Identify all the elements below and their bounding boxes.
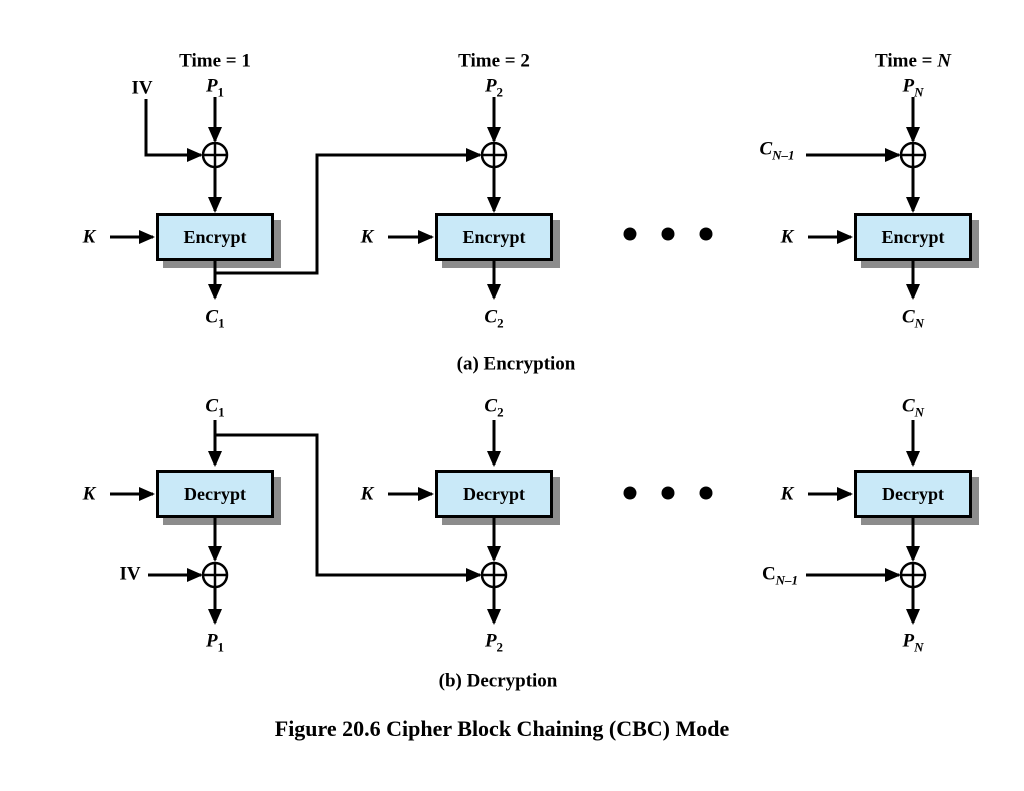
key-label-enc-n: K xyxy=(780,226,794,248)
iv-label-dec: IV xyxy=(119,563,141,585)
key-label-enc-2: K xyxy=(360,226,374,248)
key-label-dec-n: K xyxy=(780,483,794,505)
xor-icon xyxy=(201,141,229,169)
key-label-enc-1: K xyxy=(82,226,96,248)
encrypt-block-2: Encrypt xyxy=(435,213,553,261)
xor-icon xyxy=(480,141,508,169)
time-label-2: Time = 2 xyxy=(458,50,530,72)
plaintext-label-p2: P2 xyxy=(484,75,504,100)
xor-icon xyxy=(899,561,927,589)
decrypt-block-n: Decrypt xyxy=(854,470,972,518)
plaintext-label-pn: PN xyxy=(902,75,924,100)
encrypt-block-label: Encrypt xyxy=(881,226,945,247)
xor-icon xyxy=(201,561,229,589)
encrypt-block-1: Encrypt xyxy=(156,213,274,261)
section-label-encryption: (a) Encryption xyxy=(456,353,576,375)
decrypt-block-label: Decrypt xyxy=(184,483,246,504)
ciphertext-label-cn: CN xyxy=(901,306,925,331)
xor-icon xyxy=(899,141,927,169)
figure-caption: Figure 20.6 Cipher Block Chaining (CBC) … xyxy=(274,716,730,741)
time-label-1: Time = 1 xyxy=(179,50,251,72)
encrypt-block-label: Encrypt xyxy=(462,226,526,247)
cn1-label-dec: CN–1 xyxy=(761,563,799,588)
decrypt-block-2: Decrypt xyxy=(435,470,553,518)
plaintext-output-label-p1: P1 xyxy=(205,630,225,655)
time-label-n: Time = N xyxy=(875,50,951,72)
decryption-wires xyxy=(110,420,927,625)
ciphertext-input-label-cn: CN xyxy=(901,395,925,420)
ellipsis-dots xyxy=(623,227,713,241)
ciphertext-input-label-c1: C1 xyxy=(205,395,225,420)
decrypt-block-1: Decrypt xyxy=(156,470,274,518)
key-label-dec-1: K xyxy=(82,483,96,505)
ciphertext-input-label-c2: C2 xyxy=(484,395,504,420)
ellipsis-dots xyxy=(623,486,713,500)
iv-wire xyxy=(144,99,203,162)
ciphertext-label-c2: C2 xyxy=(484,306,504,331)
decrypt-block-label: Decrypt xyxy=(463,483,525,504)
iv-label-enc: IV xyxy=(131,77,153,99)
plaintext-label-p1: P1 xyxy=(205,75,225,100)
plaintext-output-label-p2: P2 xyxy=(484,630,504,655)
cn1-label-enc: CN–1 xyxy=(759,138,795,163)
encrypt-block-n: Encrypt xyxy=(854,213,972,261)
key-label-dec-2: K xyxy=(360,483,374,505)
encryption-wires xyxy=(110,97,927,300)
decrypt-block-label: Decrypt xyxy=(882,483,944,504)
plaintext-output-label-pn: PN xyxy=(902,630,924,655)
section-label-decryption: (b) Decryption xyxy=(438,670,558,692)
encrypt-block-label: Encrypt xyxy=(183,226,247,247)
xor-icon xyxy=(480,561,508,589)
ciphertext-label-c1: C1 xyxy=(205,306,225,331)
